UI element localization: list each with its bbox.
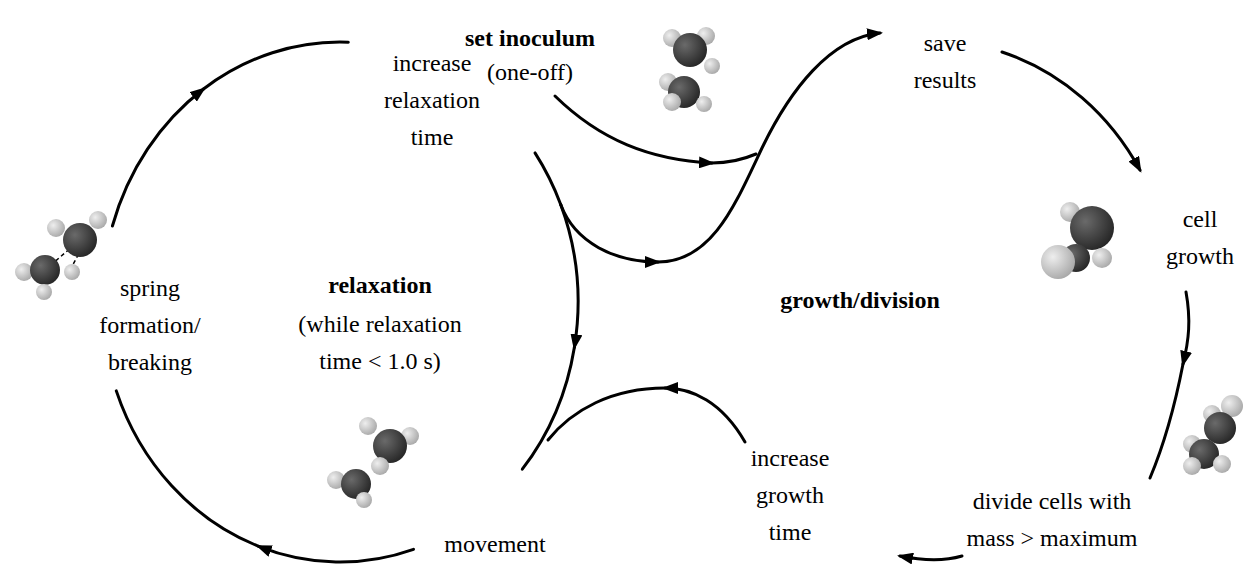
loop-arc (535, 153, 561, 205)
loop-arrow (1002, 52, 1140, 170)
step-label: spring formation/ breaking (93, 270, 208, 381)
step-label: cell growth (1160, 201, 1240, 275)
note: (one-off) (487, 54, 573, 91)
step-label: save results (900, 25, 990, 99)
loop-arrow (561, 205, 578, 348)
cell-cluster (1183, 395, 1243, 475)
cycle-arrows (112, 33, 1188, 562)
loop-arc (1150, 364, 1183, 478)
step-label: movement (444, 525, 545, 562)
cell-cluster (1041, 202, 1114, 279)
loop-arc (204, 42, 349, 89)
loop-arrow (259, 546, 414, 562)
cell-cluster (659, 27, 720, 112)
note: (while relaxation time < 1.0 s) (283, 306, 478, 380)
loop-arrow (561, 205, 658, 262)
loop-arrow (1183, 292, 1189, 364)
loop-arc (522, 347, 574, 469)
cell-cluster (15, 211, 107, 300)
loop-arrow (900, 556, 962, 560)
step-label: increase growth time (740, 440, 840, 551)
cell-cluster (327, 417, 419, 508)
loop-arrow (112, 89, 203, 226)
loop-title: growth/division (780, 282, 940, 319)
loop-arrow (658, 33, 880, 262)
loop-title: set inoculum (465, 20, 595, 57)
loop-title: relaxation (328, 267, 432, 304)
loop-arc (116, 391, 258, 546)
loop-arc (712, 154, 756, 163)
step-label: divide cells with mass > maximum (952, 483, 1152, 557)
loop-arc (548, 388, 665, 440)
loop-arrow (665, 388, 745, 442)
step-label: increase relaxation time (372, 45, 492, 156)
